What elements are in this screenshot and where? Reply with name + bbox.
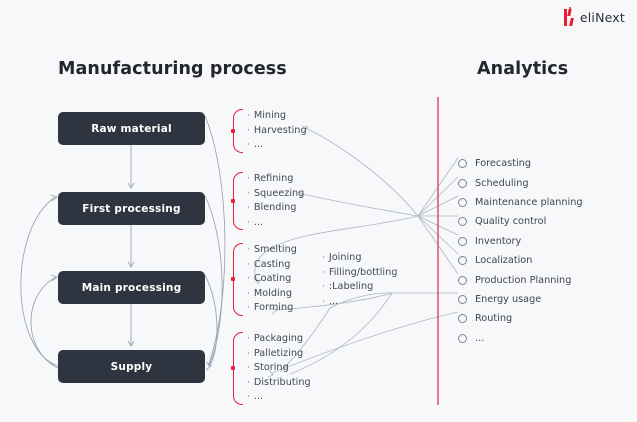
bullet-icon: · (247, 259, 250, 270)
list-item: ·... (322, 295, 397, 310)
bullet-icon: · (247, 140, 250, 151)
list-item: ·Molding (247, 287, 297, 302)
process-box-supply[interactable]: Supply (58, 350, 205, 383)
list-item: ·... (247, 390, 311, 405)
ring-icon (458, 275, 467, 285)
list-item: ·Packaging (247, 332, 311, 347)
brace-icon (233, 109, 243, 153)
list-item: ·... (247, 216, 304, 231)
group-first-processing-ops: ·Refining ·Squeezing ·Blending ·... (233, 172, 304, 231)
list-item: ·Smelting (247, 243, 297, 258)
group-main-processing-ops: ·Smelting ·Casting ·Coating ·Molding ·Fo… (233, 243, 297, 316)
analytics-item-production-planning[interactable]: Production Planning (458, 270, 583, 289)
bullet-icon: · (247, 125, 250, 136)
group-supply-ops: ·Packaging ·Palletizing ·Storing ·Distri… (233, 332, 311, 405)
bullet-icon: · (247, 203, 250, 214)
bullet-icon: · (247, 334, 250, 344)
ops-list: ·Refining ·Squeezing ·Blending ·... (247, 172, 304, 230)
bullet-icon: · (247, 377, 250, 388)
bullet-icon: · (322, 296, 325, 307)
list-item: ·Mining (247, 109, 307, 124)
bullet-icon: · (247, 303, 250, 314)
analytics-item-forecasting[interactable]: Forecasting (458, 154, 583, 173)
bullet-icon: · (247, 245, 250, 255)
brace-icon (233, 332, 243, 405)
list-item: ·Coating (247, 272, 297, 287)
analytics-item-scheduling[interactable]: Scheduling (458, 173, 583, 192)
analytics-item-maintenance-planning[interactable]: Maintenance planning (458, 193, 583, 212)
ring-icon (458, 159, 467, 169)
analytics-item-quality-control[interactable]: Quality control (458, 212, 583, 231)
list-item: ·Joining (322, 251, 397, 266)
list-item: ·Casting (247, 258, 297, 273)
list-item: ·Squeezing (247, 187, 304, 202)
analytics-item-inventory[interactable]: Inventory (458, 232, 583, 251)
ops-list: ·Smelting ·Casting ·Coating ·Molding ·Fo… (247, 243, 297, 316)
list-item: ·:Labeling (322, 280, 397, 295)
list-item: ·Forming (247, 301, 297, 316)
list-item: ·Distributing (247, 376, 311, 391)
list-item: ·... (247, 138, 307, 153)
bullet-icon: · (247, 363, 250, 374)
brace-icon (233, 172, 243, 231)
ring-icon (458, 197, 467, 207)
process-box-main-processing[interactable]: Main processing (58, 271, 205, 304)
elinext-logo-icon (563, 7, 575, 26)
analytics-item-routing[interactable]: Routing (458, 309, 583, 328)
brace-icon (233, 243, 243, 316)
ring-icon (458, 217, 467, 227)
bullet-icon: · (247, 111, 250, 121)
brand-name: eliNext (579, 10, 625, 25)
analytics-list: Forecasting Scheduling Maintenance plann… (458, 154, 583, 348)
group-raw-material-ops: ·Mining ·Harvesting ·... (233, 109, 307, 153)
bullet-icon: · (247, 274, 250, 285)
bullet-icon: · (247, 288, 250, 299)
list-item: ·Palletizing (247, 347, 311, 362)
ring-icon (458, 256, 467, 266)
ring-icon (458, 314, 467, 324)
group-main-processing-ops-extra: ·Joining ·Filling/bottling ·:Labeling ·.… (322, 251, 397, 309)
process-box-first-processing[interactable]: First processing (58, 192, 205, 225)
analytics-item-more[interactable]: ... (458, 329, 583, 348)
ops-list: ·Packaging ·Palletizing ·Storing ·Distri… (247, 332, 311, 405)
list-item: ·Refining (247, 172, 304, 187)
list-item: ·Harvesting (247, 124, 307, 139)
bullet-icon: · (247, 174, 250, 184)
bullet-icon: · (322, 267, 325, 278)
ring-icon (458, 236, 467, 246)
ops-list: ·Mining ·Harvesting ·... (247, 109, 307, 153)
list-item: ·Storing (247, 361, 311, 376)
heading-analytics: Analytics (477, 59, 569, 79)
bullet-icon: · (247, 188, 250, 199)
analytics-item-energy-usage[interactable]: Energy usage (458, 290, 583, 309)
ring-icon (458, 333, 467, 343)
ring-icon (458, 294, 467, 304)
bullet-icon: · (247, 392, 250, 403)
heading-manufacturing-process: Manufacturing process (58, 59, 287, 79)
analytics-item-localization[interactable]: Localization (458, 251, 583, 270)
bullet-icon: · (247, 348, 250, 359)
bullet-icon: · (247, 217, 250, 228)
list-item: ·Blending (247, 201, 304, 216)
list-item: ·Filling/bottling (322, 266, 397, 281)
bullet-icon: · (322, 253, 325, 263)
process-box-raw-material[interactable]: Raw material (58, 112, 205, 145)
ring-icon (458, 178, 467, 188)
brand-logo: eliNext (563, 7, 625, 26)
bullet-icon: · (322, 282, 325, 293)
